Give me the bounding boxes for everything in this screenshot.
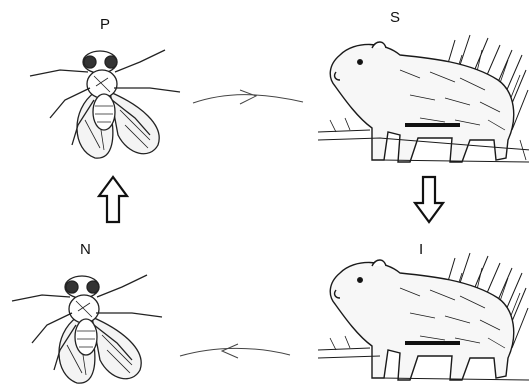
label-p: P	[100, 16, 110, 33]
arrow-left-icon	[180, 344, 290, 358]
block-arrow-down-icon	[415, 177, 443, 222]
arrow-right-icon	[193, 90, 303, 104]
fly-icon	[12, 275, 162, 383]
fly-icon	[30, 50, 180, 158]
label-s: S	[390, 9, 400, 26]
block-arrow-up-icon	[99, 177, 127, 222]
label-i: I	[419, 241, 423, 258]
label-n: N	[80, 241, 91, 258]
capybara-icon	[318, 35, 529, 162]
capybara-icon	[318, 253, 529, 380]
